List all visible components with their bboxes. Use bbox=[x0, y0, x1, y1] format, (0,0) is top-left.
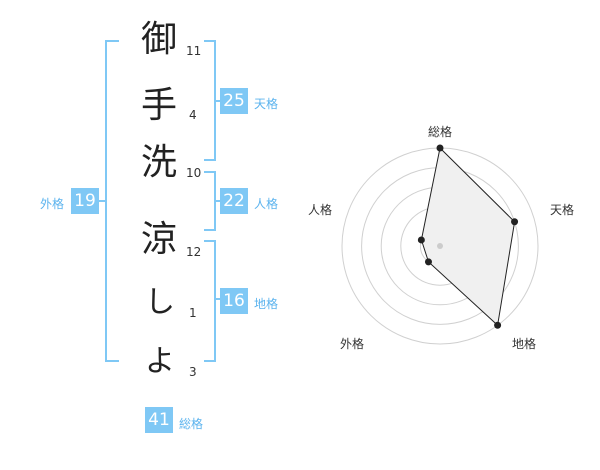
chikaku-bracket bbox=[204, 240, 216, 362]
jinkaku-badge: 22 bbox=[220, 188, 248, 214]
name-char-1: 御 bbox=[141, 19, 178, 60]
name-char-2: 手 bbox=[141, 85, 178, 126]
radar-point bbox=[424, 258, 432, 266]
gaikaku-badge: 19 bbox=[71, 188, 99, 214]
stroke-count-3: 10 bbox=[186, 166, 202, 180]
name-char-5: し bbox=[145, 285, 175, 320]
name-char-3: 洗 bbox=[141, 142, 178, 183]
stroke-count-2: 4 bbox=[189, 108, 197, 122]
radar-point bbox=[494, 321, 502, 329]
radar-point bbox=[436, 144, 444, 152]
name-char-6: よ bbox=[145, 344, 175, 379]
radar-points bbox=[417, 144, 519, 329]
gaikaku-label: 外格 bbox=[40, 197, 65, 211]
chikaku-badge: 16 bbox=[220, 288, 248, 314]
tenkaku-badge: 25 bbox=[220, 88, 248, 114]
soukaku-label: 総格 bbox=[179, 417, 204, 431]
stroke-count-1: 11 bbox=[186, 44, 202, 58]
radar-axis-label-2: 天格 bbox=[550, 203, 575, 217]
outer-bracket-tick bbox=[97, 200, 105, 202]
tenkaku-label: 天格 bbox=[254, 97, 279, 111]
stroke-count-6: 3 bbox=[189, 365, 197, 379]
name-char-4: 涼 bbox=[141, 219, 178, 260]
soukaku-badge: 41 bbox=[145, 407, 173, 433]
radar-area bbox=[420, 146, 516, 327]
radar-center bbox=[437, 243, 443, 249]
tenkaku-bracket bbox=[204, 40, 216, 161]
stroke-count-5: 1 bbox=[189, 306, 197, 320]
radar-axis-label-1: 総格 bbox=[428, 125, 453, 139]
jinkaku-bracket bbox=[204, 171, 216, 231]
radar-point bbox=[511, 218, 519, 226]
stroke-count-4: 12 bbox=[186, 245, 202, 259]
outer-bracket bbox=[105, 40, 119, 362]
chikaku-bracket-tick bbox=[216, 298, 222, 300]
tenkaku-bracket-tick bbox=[216, 100, 222, 102]
chikaku-label: 地格 bbox=[254, 297, 279, 311]
jinkaku-bracket-tick bbox=[216, 200, 222, 202]
radar-axis-label-5: 人格 bbox=[308, 203, 333, 217]
radar-axis-label-4: 外格 bbox=[340, 337, 365, 351]
jinkaku-label: 人格 bbox=[254, 197, 279, 211]
radar-axis-label-3: 地格 bbox=[512, 337, 537, 351]
radar-point bbox=[417, 236, 425, 244]
